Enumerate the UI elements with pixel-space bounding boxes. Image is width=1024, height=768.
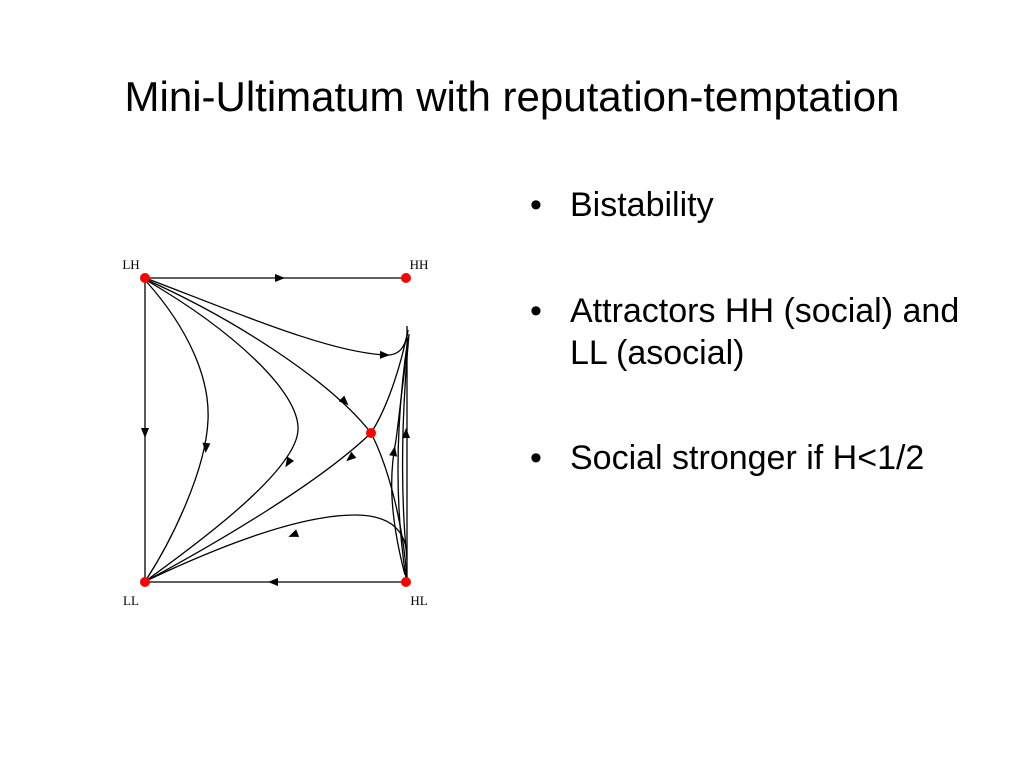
corner-label-lh: LH bbox=[122, 257, 139, 272]
trajectory-curve bbox=[144, 279, 209, 581]
phase-portrait-diagram: LH HH LL HL bbox=[122, 257, 429, 608]
arrowhead-down bbox=[202, 442, 211, 453]
arrowhead-down-right bbox=[338, 395, 349, 406]
corner-label-hh: HH bbox=[410, 257, 429, 272]
fixed-point-lh bbox=[140, 273, 150, 283]
arrowhead-down-left bbox=[285, 456, 295, 468]
bullet-text: Social stronger if H<1/2 bbox=[570, 439, 925, 477]
bullet-glyph: • bbox=[530, 292, 542, 330]
trajectory-curve bbox=[370, 329, 409, 434]
arrowhead-up bbox=[402, 428, 410, 438]
trajectory-curve bbox=[397, 337, 409, 579]
bullet-item: • Social stronger if H<1/2 bbox=[530, 437, 960, 479]
arrowhead-down bbox=[141, 428, 149, 438]
bullet-item: • Attractors HH (social) and LL (asocial… bbox=[530, 290, 960, 374]
fixed-point-hl bbox=[401, 577, 411, 587]
fixed-point-ll bbox=[140, 577, 150, 587]
trajectory-curve bbox=[370, 432, 408, 581]
trajectory-curve bbox=[147, 514, 408, 581]
trajectory-curve bbox=[145, 279, 299, 581]
fixed-point-saddle bbox=[366, 428, 376, 438]
arrowhead-left bbox=[268, 578, 278, 586]
bullet-glyph: • bbox=[530, 186, 542, 224]
arrowhead-left bbox=[288, 529, 300, 537]
corner-label-hl: HL bbox=[410, 593, 427, 608]
slide-title: Mini-Ultimatum with reputation-temptatio… bbox=[124, 73, 900, 120]
fixed-point-hh bbox=[401, 273, 411, 283]
bullet-glyph: • bbox=[530, 439, 542, 477]
bullet-text: Attractors HH (social) and LL (asocial) bbox=[570, 292, 960, 372]
corner-label-ll: LL bbox=[123, 593, 139, 608]
arrowhead-right bbox=[379, 350, 390, 359]
trajectory-curve bbox=[401, 333, 410, 561]
trajectory-curve bbox=[391, 344, 409, 576]
bullet-text: Bistability bbox=[570, 186, 714, 224]
trajectory-curve bbox=[146, 279, 372, 434]
trajectory-curve bbox=[147, 432, 372, 581]
arrowhead-down-left bbox=[346, 451, 357, 462]
arrowhead-right bbox=[275, 274, 285, 282]
bullet-item: • Bistability bbox=[530, 184, 960, 226]
trajectory-curve bbox=[147, 278, 409, 356]
arrowhead-up bbox=[389, 446, 398, 457]
